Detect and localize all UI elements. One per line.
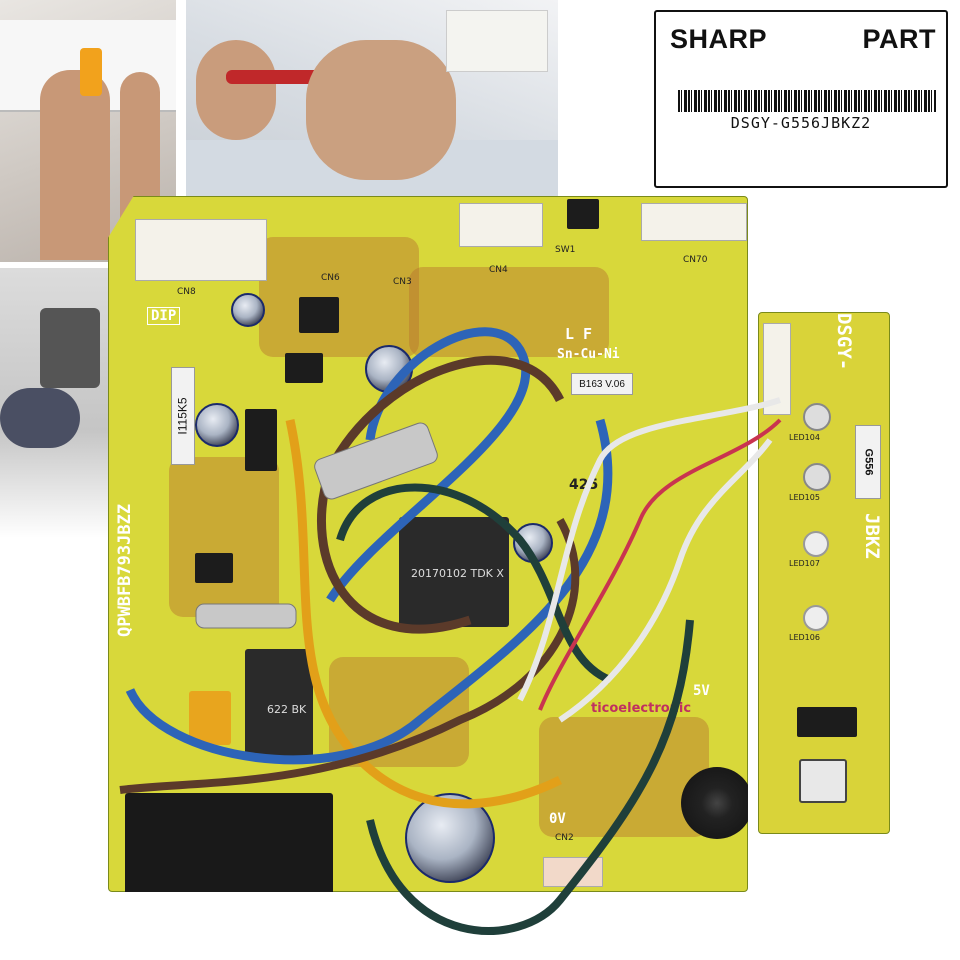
- x-capacitor: [189, 691, 231, 745]
- designator-cn6: CN6: [321, 273, 340, 283]
- barcode: [678, 90, 936, 112]
- technician-gloves-photo: [0, 268, 110, 538]
- designator-sw1: SW1: [555, 245, 576, 255]
- designator-cn8: CN8: [177, 287, 196, 297]
- connector-cn70: [641, 203, 747, 241]
- led-107: [803, 531, 829, 557]
- copper-trace: [259, 237, 419, 357]
- dark-green-wire: [366, 619, 694, 935]
- spade-terminal: [314, 422, 438, 500]
- yellow-wire: [285, 419, 563, 809]
- choke-coil: [245, 649, 313, 759]
- spade-terminal: [195, 603, 297, 629]
- fuse-sticker: I115K5: [171, 367, 195, 465]
- designator-cn4: CN4: [489, 265, 508, 275]
- led-105: [803, 463, 831, 491]
- zero-volt-text: 0V: [549, 811, 566, 827]
- watermark: ticoelectronic: [591, 701, 692, 716]
- five-volt-text: 5V: [693, 683, 710, 699]
- led-display-board: DSGY- G556 JBKZ LED104 LED105 LED107 LED…: [758, 312, 890, 834]
- ir-receiver: [799, 759, 847, 803]
- main-control-board: QPWBFB793JBZZ I115K5 DIP L F Sn-Cu-Ni B1…: [108, 196, 748, 892]
- transformer: [399, 517, 509, 627]
- choke-text: 622 BK: [267, 703, 307, 716]
- connector-cn4: [459, 203, 543, 247]
- led-106: [803, 605, 829, 631]
- blue-wire: [125, 418, 613, 765]
- led-label-105: LED105: [789, 493, 820, 502]
- connector-cn8: [135, 219, 267, 281]
- version-sticker: B163 V.06: [571, 373, 633, 395]
- led-label-106: LED106: [789, 633, 820, 642]
- version-text: B163 V.06: [579, 378, 625, 390]
- aux-sticker: G556: [855, 425, 881, 499]
- regulator: [245, 409, 277, 471]
- switch-sw1: [567, 199, 599, 229]
- brand-text: SHARP: [670, 24, 768, 54]
- buzzer-bz1: [681, 767, 748, 839]
- red-wire: [538, 418, 782, 711]
- optocoupler: [285, 353, 323, 383]
- alloy-text: Sn-Cu-Ni: [557, 347, 620, 362]
- part-code-text: DSGY-G556JBKZ2: [730, 114, 872, 132]
- capacitor-c52: [231, 293, 265, 327]
- optocoupler: [299, 297, 339, 333]
- relay: [125, 793, 333, 892]
- part-kind-text: PART: [862, 24, 936, 54]
- designator-cn70: CN70: [683, 255, 708, 265]
- optocoupler-pc2: [195, 553, 233, 583]
- copper-trace: [169, 457, 279, 617]
- lead-free-text: L F: [565, 325, 593, 343]
- led-label-107: LED107: [789, 559, 820, 568]
- blue-wire: [326, 327, 531, 603]
- ir-chip: [797, 707, 857, 737]
- part-label: SHARP PART DSGY-G556JBKZ2: [654, 10, 948, 188]
- designator-cn3: CN3: [393, 277, 412, 287]
- brown-wire: [119, 518, 580, 794]
- designator-cn2: CN2: [555, 833, 574, 843]
- led-label-104: LED104: [789, 433, 820, 442]
- led-104: [803, 403, 831, 431]
- white-wire: [558, 438, 773, 723]
- capacitor-c53: [195, 403, 239, 447]
- main-capacitor: [405, 793, 495, 883]
- transformer-text: 20170102 TDK X: [411, 567, 504, 580]
- brown-wire: [317, 356, 565, 634]
- dip-text: DIP: [147, 307, 181, 325]
- white-wire: [517, 397, 781, 702]
- technician-screwdriver-photo: [186, 0, 558, 200]
